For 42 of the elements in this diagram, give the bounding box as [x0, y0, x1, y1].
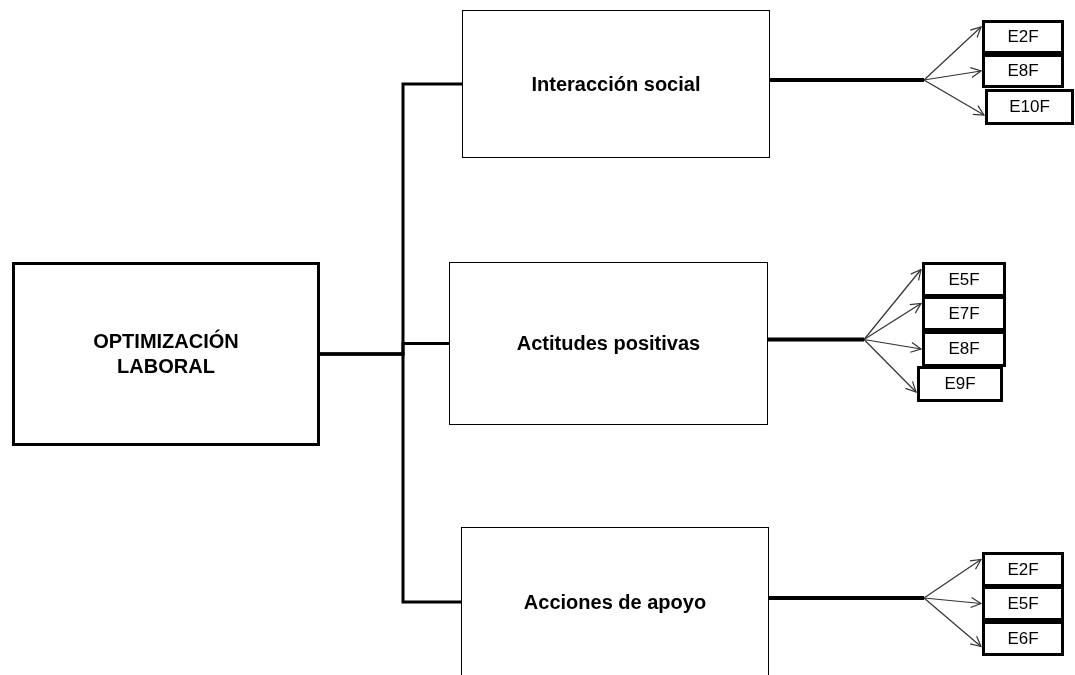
- arrow: [923, 79, 985, 116]
- node-label: Actitudes positivas: [516, 332, 701, 355]
- arrow: [863, 268, 922, 341]
- item-box: [982, 54, 1064, 88]
- connector-line: [768, 337, 864, 342]
- node-label: E7F: [948, 303, 980, 324]
- category-box: [462, 10, 770, 158]
- node-label: OPTIMIZACIÓN LABORAL: [92, 329, 240, 379]
- item-box: [917, 366, 1003, 402]
- node-label: E5F: [1007, 593, 1039, 614]
- arrow: [923, 596, 982, 609]
- item-box: [922, 262, 1006, 297]
- node-label: E5F: [948, 269, 980, 290]
- connector-line: [320, 352, 461, 604]
- node-label: E6F: [1007, 628, 1039, 649]
- node-label: E8F: [948, 339, 980, 359]
- arrow: [923, 26, 982, 81]
- node-label: Acciones de apoyo: [523, 590, 707, 614]
- item-box: [982, 20, 1064, 54]
- item-box: [982, 552, 1064, 587]
- connector-line: [770, 78, 924, 82]
- item-box: [982, 586, 1064, 621]
- arrow: [863, 338, 922, 353]
- item-box: [982, 621, 1064, 656]
- node-label: E8F: [1007, 61, 1039, 81]
- node-label: E2F: [1007, 559, 1039, 580]
- root-box: [12, 262, 320, 446]
- arrow: [923, 67, 982, 81]
- connector-line: [769, 596, 924, 600]
- item-box: [985, 89, 1074, 125]
- node-label: E10F: [1009, 97, 1050, 117]
- node-label: E9F: [944, 374, 976, 394]
- arrow: [863, 338, 917, 393]
- node-label: E2F: [1007, 27, 1039, 47]
- category-box: [461, 527, 769, 675]
- arrow: [923, 597, 982, 648]
- arrow: [863, 302, 922, 341]
- item-box: [922, 296, 1006, 331]
- category-box: [449, 262, 768, 425]
- item-box: [922, 331, 1006, 367]
- node-label: Interacción social: [531, 72, 701, 96]
- arrow: [923, 558, 982, 599]
